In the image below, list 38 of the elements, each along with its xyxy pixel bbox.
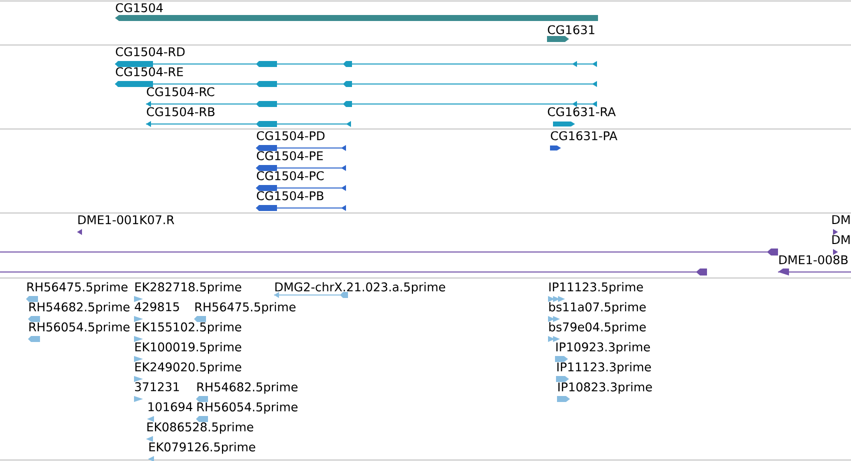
feature-label: CG1631 <box>548 25 594 34</box>
feature-label: RH56054.5prime <box>29 322 130 334</box>
feature-label: CG1631-RA <box>548 107 616 116</box>
feature-label: CG1504-RB <box>146 107 214 116</box>
feature-label: RH56475.5prime <box>27 282 128 294</box>
feature-label: IP10823.3prime <box>558 382 652 394</box>
feature-label: DME1-008B <box>779 255 848 264</box>
feature-label: IP10923.3prime <box>556 342 650 354</box>
feature-label: CG1504-PD <box>256 131 324 140</box>
feature-label: 371231 <box>135 382 179 392</box>
feature-label: DM <box>832 215 850 224</box>
feature-label: RH54682.5prime <box>197 382 298 394</box>
feature-label: CG1504-RE <box>116 67 183 76</box>
feature-label: CG1504-PE <box>256 151 323 160</box>
feature-label: RH54682.5prime <box>29 302 130 314</box>
feature-label: bs11a07.5prime <box>549 302 646 314</box>
feature-label: CG1504 <box>116 3 163 12</box>
feature-label: EK155102.5prime <box>135 322 242 334</box>
feature-label: IP11123.5prime <box>549 282 643 294</box>
feature-label: CG1504-PB <box>256 191 324 200</box>
feature-label: CG1504-PC <box>256 171 324 180</box>
feature-label: bs79e04.5prime <box>549 322 646 334</box>
feature-label: DME1-001K07.R <box>78 215 174 224</box>
feature-label: 429815 <box>134 302 179 312</box>
feature-label: CG1504-RC <box>146 87 214 96</box>
feature-label: EK282718.5prime <box>135 282 242 294</box>
feature-label: IP11123.3prime <box>557 362 651 374</box>
feature-label: RH56054.5prime <box>197 402 298 414</box>
feature-label: EK086528.5prime <box>147 422 254 434</box>
feature-label: DMG2-chrX.21.023.a.5prime <box>275 282 446 294</box>
feature-label: EK079126.5prime <box>149 442 256 454</box>
feature-label: EK249020.5prime <box>135 362 242 374</box>
feature-label: EK100019.5prime <box>135 342 242 354</box>
feature-label: CG1631-PA <box>550 131 618 140</box>
feature-label: RH56475.5prime <box>195 302 296 314</box>
feature-label: CG1504-RD <box>116 47 185 56</box>
feature-label: 101694 <box>148 402 192 412</box>
feature-label: DM <box>832 235 850 244</box>
